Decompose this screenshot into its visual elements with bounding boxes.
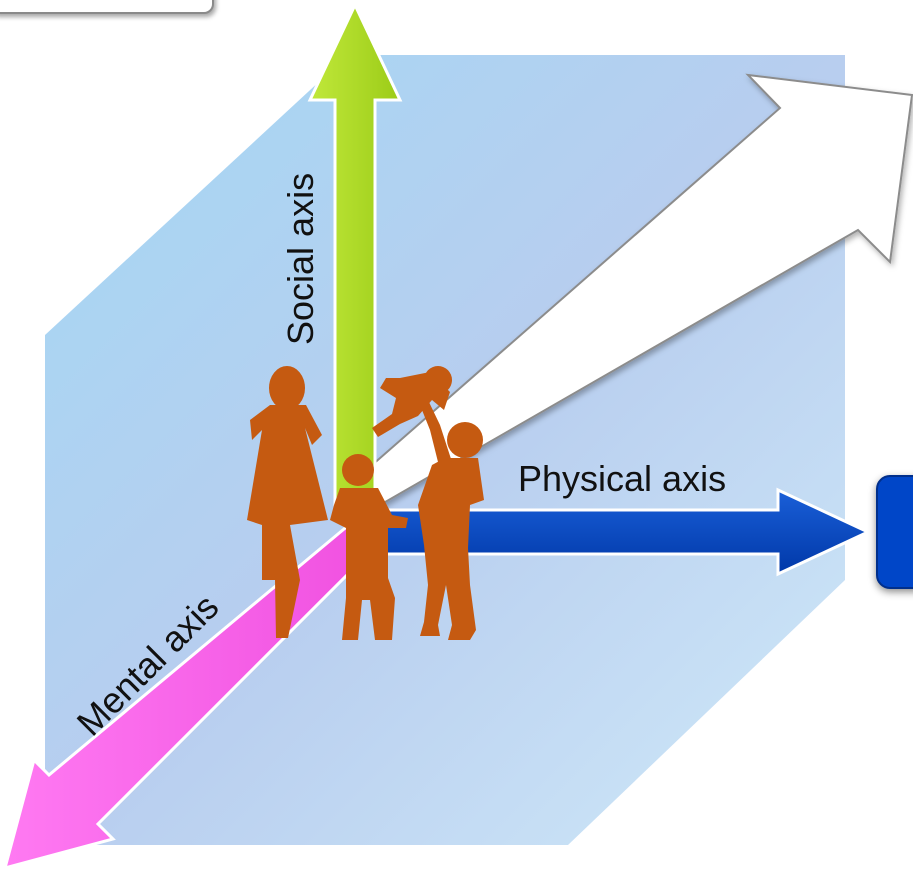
social-axis-label: Social axis [280,173,321,345]
social-axis-arrow [307,1,403,512]
corner-panel [0,0,214,14]
physical-axis-label: Physical axis [518,458,726,499]
edge-panel [876,475,913,589]
family-silhouette-icon [247,366,484,640]
